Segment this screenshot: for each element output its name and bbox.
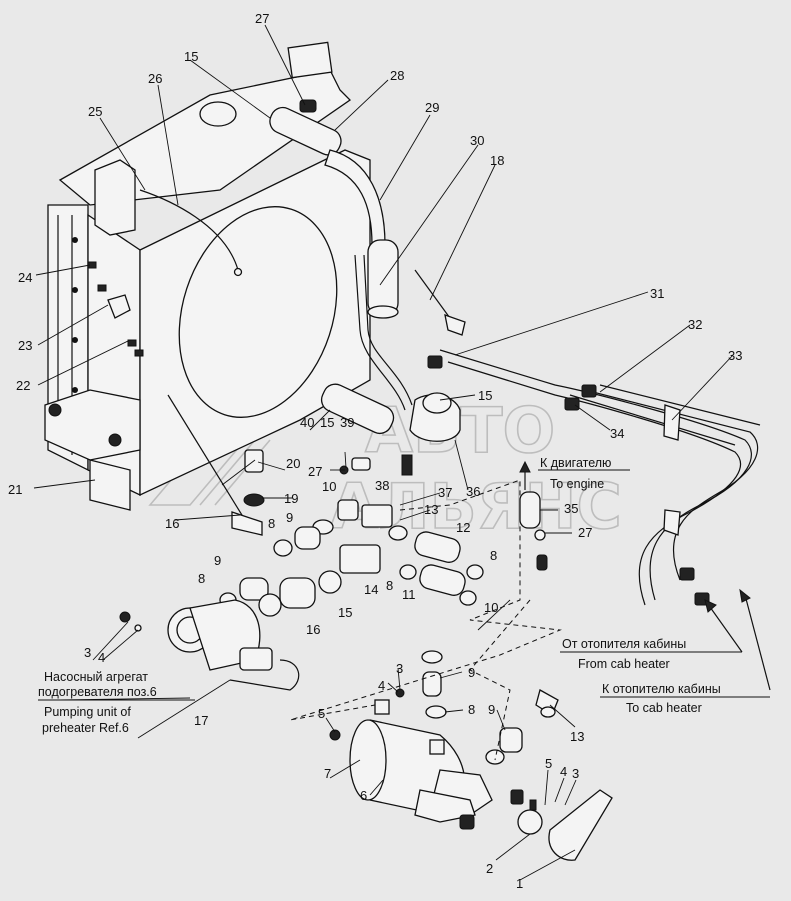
callout-4: 4 [560,764,567,779]
callout-39: 39 [340,415,354,430]
pump-unit [119,599,300,691]
leader-lines [33,24,734,881]
callout-19: 19 [284,491,298,506]
caption-pump-ru-1: Насосный агрегат [44,670,148,684]
callout-13: 13 [570,729,584,744]
callout-9: 9 [214,553,221,568]
callout-36: 36 [466,484,480,499]
callout-31: 31 [650,286,664,301]
callout-27: 27 [578,525,592,540]
callout-5: 5 [545,756,552,771]
caption-pump-en-2: preheater Ref.6 [42,721,129,735]
callout-8: 8 [386,578,393,593]
callout-30: 30 [470,133,484,148]
callout-34: 34 [610,426,624,441]
callout-15: 15 [338,605,352,620]
watermark: АВТО АЛЬЯНС [148,393,623,544]
callout-18: 18 [490,153,504,168]
callout-5: 5 [318,706,325,721]
callout-8: 8 [268,516,275,531]
caption-from-heater-ru: От отопителя кабины [562,637,686,651]
caption-to-engine-ru: К двигателю [540,456,611,470]
callout-26: 26 [148,71,162,86]
assembly-lines [289,479,562,761]
callout-22: 22 [16,378,30,393]
callout-11: 11 [402,587,416,602]
callout-15: 15 [184,49,198,64]
callout-21: 21 [8,482,22,497]
callout-16: 16 [165,516,179,531]
caption-from-heater-en: From cab heater [578,657,670,671]
callout-labels: 27 15 28 26 25 29 30 18 24 23 22 31 32 3… [8,11,742,891]
callout-13: 13 [424,502,438,517]
callout-15: 15 [478,388,492,403]
callout-35: 35 [564,501,578,516]
callout-3: 3 [572,766,579,781]
callout-9: 9 [488,702,495,717]
callout-12: 12 [456,520,470,535]
caption-pump-en-1: Pumping unit of [44,705,131,719]
callout-37: 37 [438,485,452,500]
caption-to-engine-en: To engine [550,477,604,491]
callout-2: 2 [486,861,493,876]
callout-8: 8 [490,548,497,563]
callout-24: 24 [18,270,32,285]
callout-28: 28 [390,68,404,83]
callout-4: 4 [378,678,385,693]
callout-7: 7 [324,766,331,781]
callout-32: 32 [688,317,702,332]
callout-40: 40 [300,415,314,430]
upper-hoses [269,99,466,476]
captions: К двигателю To engine От отопителя кабин… [38,456,721,735]
caption-pump-ru-2: подогревателя поз.6 [38,685,157,699]
callout-15: 15 [320,415,334,430]
caption-to-heater-ru: К отопителю кабины [602,682,721,696]
callout-27: 27 [255,11,269,26]
callout-3: 3 [84,645,91,660]
callout-6: 6 [360,788,367,803]
preheater-assembly [329,650,613,861]
callout-25: 25 [88,104,102,119]
callout-10: 10 [484,600,498,615]
caption-to-heater-en: To cab heater [626,701,702,715]
callout-4: 4 [98,650,105,665]
callout-29: 29 [425,100,439,115]
callout-9: 9 [286,510,293,525]
flow-arrows [519,460,771,691]
callout-27: 27 [308,464,322,479]
callout-8: 8 [468,702,475,717]
callout-9: 9 [468,665,475,680]
callout-1: 1 [516,876,523,891]
caption-rules [38,469,770,701]
callout-16: 16 [306,622,320,637]
callout-8: 8 [198,571,205,586]
callout-20: 20 [286,456,300,471]
callout-14: 14 [364,582,378,597]
callout-33: 33 [728,348,742,363]
callout-3: 3 [396,661,403,676]
callout-17: 17 [194,713,208,728]
callout-23: 23 [18,338,32,353]
callout-10: 10 [322,479,336,494]
callout-38: 38 [375,478,389,493]
